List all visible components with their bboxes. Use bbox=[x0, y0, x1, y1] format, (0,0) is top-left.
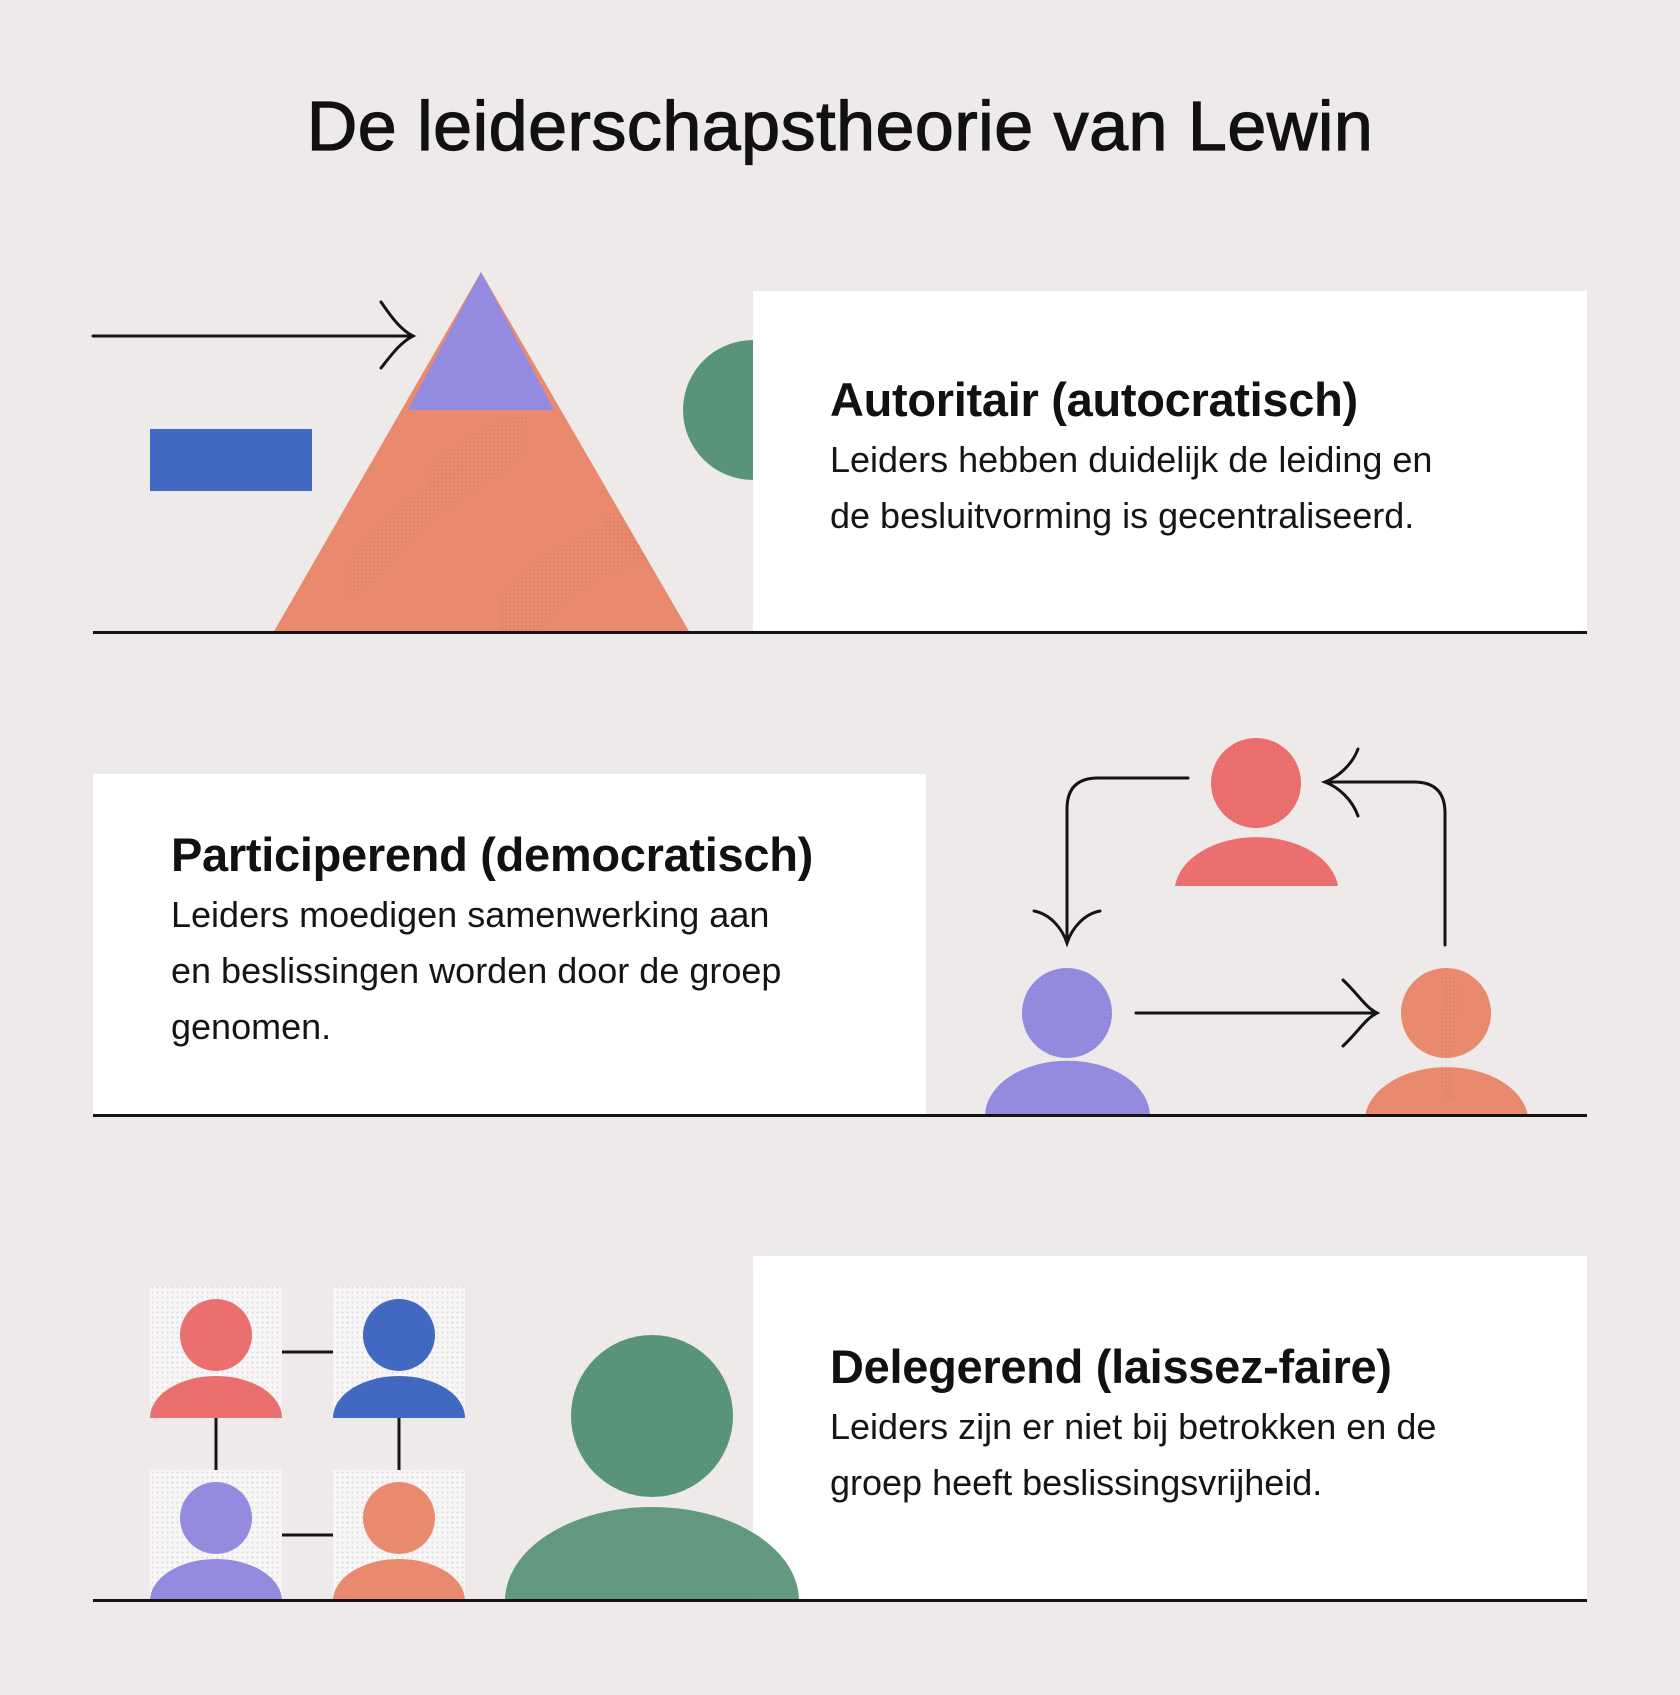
description-line: en beslissingen worden door de groep bbox=[171, 950, 782, 991]
blue-rectangle-shape bbox=[150, 429, 312, 491]
person-icon-purple bbox=[985, 968, 1150, 1116]
divider-line-1 bbox=[93, 631, 1587, 634]
section-description: Leiders moedigen samenwerking aan en bes… bbox=[171, 887, 813, 1055]
section-democratic: Participerend (democratisch) Leiders moe… bbox=[171, 825, 813, 1055]
description-line: groep heeft beslissingsvrijheid. bbox=[830, 1462, 1323, 1503]
card-democratic bbox=[93, 774, 926, 1116]
divider-line-2 bbox=[93, 1114, 1587, 1117]
section-laissez-faire: Delegerend (laissez-faire) Leiders zijn … bbox=[830, 1337, 1436, 1511]
person-tile-blue bbox=[333, 1287, 465, 1418]
divider-line-3 bbox=[93, 1599, 1587, 1602]
person-tile-orange bbox=[333, 1470, 465, 1601]
autocratic-illustration bbox=[91, 272, 753, 633]
arrow-right-icon bbox=[91, 300, 417, 370]
section-description: Leiders hebben duidelijk de leiding en d… bbox=[830, 432, 1432, 544]
democratic-illustration bbox=[985, 738, 1528, 1116]
card-autocratic bbox=[753, 291, 1587, 632]
person-icon-orange bbox=[1365, 968, 1528, 1116]
section-heading: Participerend (democratisch) bbox=[171, 828, 813, 881]
person-icon-leader bbox=[1175, 738, 1338, 886]
pyramid-shape bbox=[273, 272, 690, 633]
page-title: De leiderschapstheorie van Lewin bbox=[306, 86, 1374, 165]
arrow-cycle-icon bbox=[1032, 747, 1447, 1048]
description-line: genomen. bbox=[171, 1006, 332, 1047]
person-tile-purple bbox=[150, 1470, 282, 1601]
section-description: Leiders zijn er niet bij betrokken en de… bbox=[830, 1399, 1436, 1511]
section-heading: Autoritair (autocratisch) bbox=[830, 373, 1358, 426]
person-icon-green-leader bbox=[505, 1335, 799, 1601]
section-heading: Delegerend (laissez-faire) bbox=[830, 1340, 1392, 1393]
description-line: Leiders hebben duidelijk de leiding en bbox=[830, 439, 1433, 480]
description-line: Leiders zijn er niet bij betrokken en de bbox=[830, 1406, 1437, 1447]
green-half-circle-shape bbox=[683, 340, 753, 480]
laissez-faire-illustration bbox=[150, 1287, 799, 1601]
description-line: Leiders moedigen samenwerking aan bbox=[171, 894, 770, 935]
person-tile-coral bbox=[150, 1287, 282, 1418]
description-line: de besluitvorming is gecentraliseerd. bbox=[830, 495, 1415, 536]
card-laissez-faire bbox=[753, 1256, 1587, 1601]
connector-lines bbox=[214, 1350, 401, 1537]
section-autocratic: Autoritair (autocratisch) Leiders hebben… bbox=[830, 370, 1432, 544]
